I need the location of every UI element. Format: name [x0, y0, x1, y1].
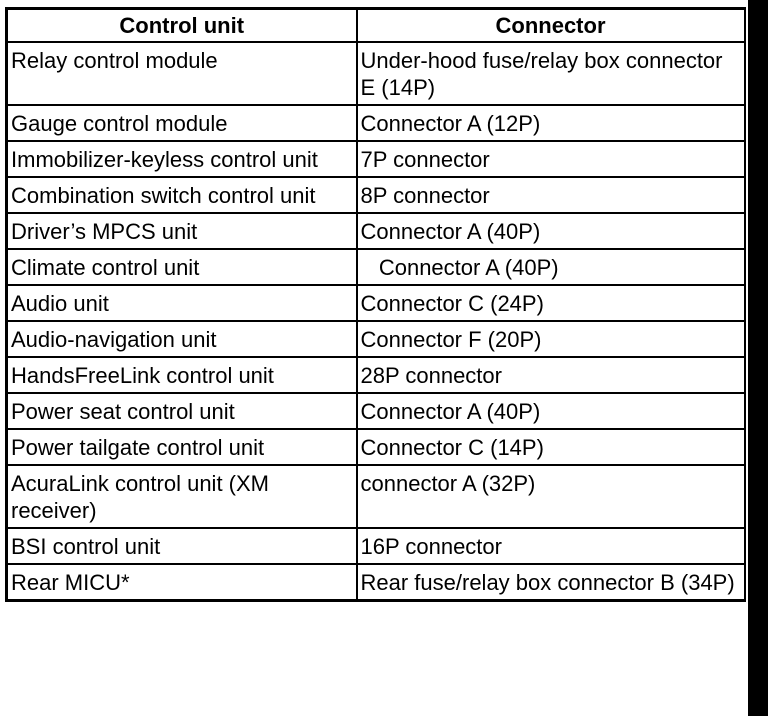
table-row: HandsFreeLink control unit 28P connector	[5, 356, 746, 394]
connector-cell: 28P connector	[355, 356, 746, 394]
control-unit-cell: Driver’s MPCS unit	[5, 212, 358, 250]
table-row: Audio unit Connector C (24P)	[5, 284, 746, 322]
control-unit-cell: Relay control module	[5, 41, 358, 106]
connector-cell: connector A (32P)	[355, 464, 746, 529]
control-unit-cell: Power seat control unit	[5, 392, 358, 430]
connector-cell: Connector C (24P)	[355, 284, 746, 322]
connector-cell: Connector A (40P)	[355, 392, 746, 430]
connector-cell: Rear fuse/relay box connector B (34P)	[355, 563, 746, 602]
control-unit-cell: Power tailgate control unit	[5, 428, 358, 466]
table-row: Relay control module Under-hood fuse/rel…	[5, 41, 746, 106]
table-row: BSI control unit 16P connector	[5, 527, 746, 565]
header-control-unit: Control unit	[5, 7, 358, 43]
table-row: AcuraLink control unit (XM receiver) con…	[5, 464, 746, 529]
table-row: Power tailgate control unit Connector C …	[5, 428, 746, 466]
header-connector: Connector	[355, 7, 746, 43]
table-row: Immobilizer-keyless control unit 7P conn…	[5, 140, 746, 178]
control-unit-cell: Gauge control module	[5, 104, 358, 142]
connector-cell: 16P connector	[355, 527, 746, 565]
connector-cell: 8P connector	[355, 176, 746, 214]
control-unit-cell: AcuraLink control unit (XM receiver)	[5, 464, 358, 529]
right-edge-bar	[748, 0, 768, 716]
table-row: Audio-navigation unit Connector F (20P)	[5, 320, 746, 358]
connector-cell: Connector C (14P)	[355, 428, 746, 466]
table-row: Power seat control unit Connector A (40P…	[5, 392, 746, 430]
connector-cell: 7P connector	[355, 140, 746, 178]
control-unit-cell: Audio unit	[5, 284, 358, 322]
control-unit-cell: Rear MICU*	[5, 563, 358, 602]
control-unit-cell: Climate control unit	[5, 248, 358, 286]
control-unit-cell: Audio-navigation unit	[5, 320, 358, 358]
control-unit-cell: Immobilizer-keyless control unit	[5, 140, 358, 178]
control-unit-cell: Combination switch control unit	[5, 176, 358, 214]
table-row: Rear MICU* Rear fuse/relay box connector…	[5, 563, 746, 602]
table-row: Climate control unit Connector A (40P)	[5, 248, 746, 286]
control-unit-cell: BSI control unit	[5, 527, 358, 565]
control-unit-cell: HandsFreeLink control unit	[5, 356, 358, 394]
table-row: Combination switch control unit 8P conne…	[5, 176, 746, 214]
connector-cell: Connector A (12P)	[355, 104, 746, 142]
connector-cell: Connector F (20P)	[355, 320, 746, 358]
connector-cell: Connector A (40P)	[355, 248, 746, 286]
connector-cell: Connector A (40P)	[355, 212, 746, 250]
connector-cell: Under-hood fuse/relay box connector E (1…	[355, 41, 746, 106]
table-header-row: Control unit Connector	[5, 7, 746, 43]
table-row: Driver’s MPCS unit Connector A (40P)	[5, 212, 746, 250]
control-unit-connector-table: Control unit Connector Relay control mod…	[5, 7, 746, 602]
table-row: Gauge control module Connector A (12P)	[5, 104, 746, 142]
